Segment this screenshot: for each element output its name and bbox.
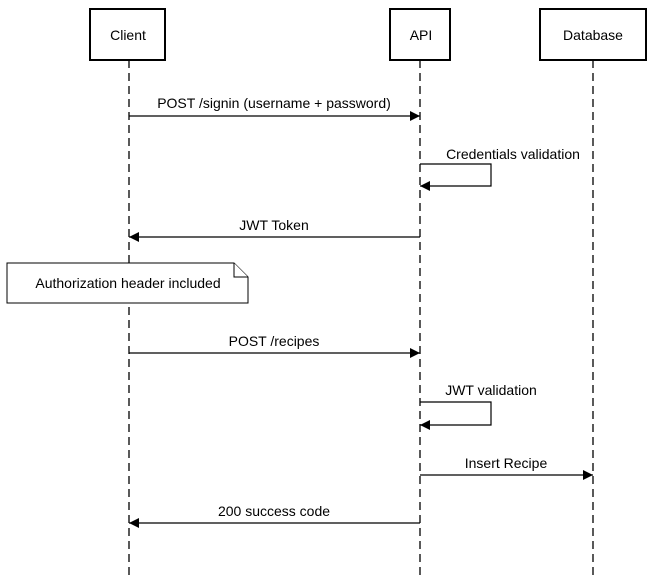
note-authorization-header: Authorization header included (6, 262, 249, 304)
message-credentials-validation-label: Credentials validation (446, 146, 580, 162)
participant-api-label: API (410, 27, 433, 43)
participant-database[interactable]: Database (539, 8, 647, 61)
message-post-signin: POST /signin (username + password) (129, 95, 420, 121)
message-insert-recipe: Insert Recipe (420, 455, 593, 480)
participant-database-label: Database (563, 27, 623, 43)
message-credentials-validation: Credentials validation (420, 146, 580, 191)
message-200-success: 200 success code (129, 503, 420, 528)
participant-api[interactable]: API (389, 8, 451, 61)
message-post-signin-label: POST /signin (username + password) (157, 95, 391, 111)
message-insert-recipe-label: Insert Recipe (465, 455, 548, 471)
participant-client-label: Client (110, 27, 146, 43)
message-jwt-validation: JWT validation (420, 382, 537, 430)
note-shape (6, 262, 249, 304)
message-jwt-token-label: JWT Token (239, 217, 309, 233)
message-credentials-validation-arrow (420, 163, 492, 191)
note-label: Authorization header included (35, 275, 220, 291)
message-post-recipes: POST /recipes (129, 333, 420, 358)
message-jwt-validation-label: JWT validation (445, 382, 537, 398)
message-jwt-validation-arrow (420, 401, 492, 430)
message-jwt-token: JWT Token (129, 217, 420, 242)
message-post-recipes-label: POST /recipes (229, 333, 320, 349)
participant-client[interactable]: Client (89, 8, 166, 61)
message-200-success-label: 200 success code (218, 503, 330, 519)
note-fold (233, 263, 248, 278)
